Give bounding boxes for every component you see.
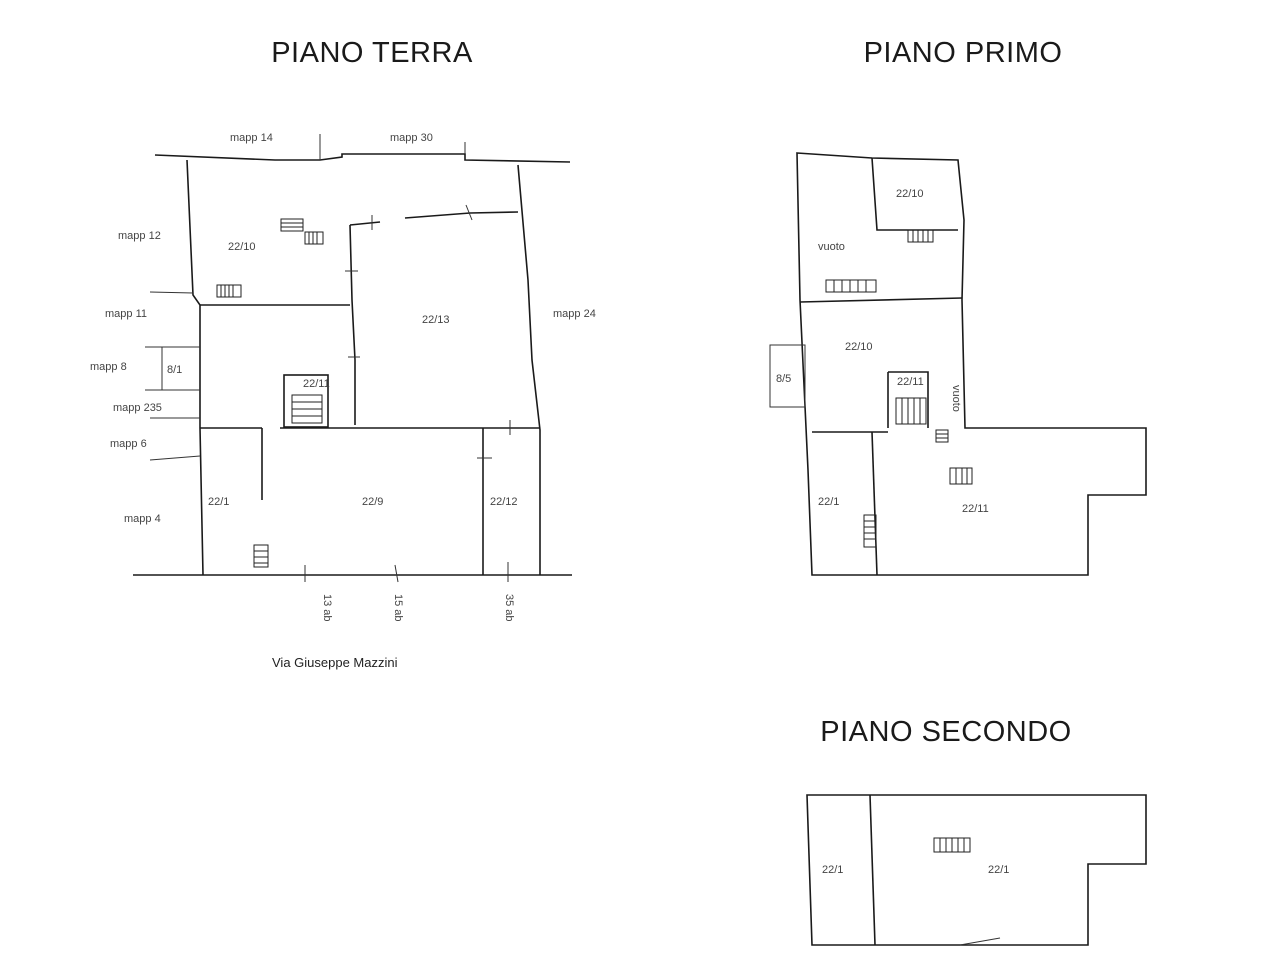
ground-left-wall: [186, 159, 204, 576]
unit-label: 22/9: [362, 496, 383, 508]
neighbor-label: mapp 30: [390, 132, 433, 144]
street-number: 13 ab: [321, 594, 333, 622]
neighbor-label: mapp 6: [110, 438, 147, 450]
unit-label: 22/10: [896, 188, 924, 200]
first-floor: PIANO PRIMO: [769, 37, 1147, 576]
street-number: 15 ab: [392, 594, 404, 622]
first-stair: [949, 467, 973, 485]
ground-floor-title: PIANO TERRA: [271, 37, 473, 69]
first-stair: [895, 397, 927, 425]
street-number: 35 ab: [503, 594, 515, 622]
ground-right-wall: [517, 164, 541, 575]
unit-label: 22/13: [422, 314, 450, 326]
ground-stair-left: [216, 284, 242, 298]
ground-stair-bottom: [253, 544, 269, 568]
unit-label: 22/10: [228, 241, 256, 253]
unit-label: 8/1: [167, 364, 182, 376]
unit-label: 22/11: [962, 503, 989, 515]
neighbor-label: mapp 8: [90, 361, 127, 373]
neighbor-label: mapp 12: [118, 230, 161, 242]
unit-label: 22/1: [208, 496, 229, 508]
first-stair: [825, 279, 877, 293]
neighbor-label: mapp 14: [230, 132, 273, 144]
ground-floor: PIANO TERRA: [90, 37, 596, 670]
neighbor-label: mapp 4: [124, 513, 161, 525]
unit-label: 22/10: [845, 341, 873, 353]
first-stair: [935, 429, 949, 443]
unit-label: vuoto: [950, 385, 962, 412]
unit-label: 22/1: [822, 864, 843, 876]
street-name: Via Giuseppe Mazzini: [272, 655, 398, 670]
second-floor-title: PIANO SECONDO: [820, 716, 1071, 748]
second-floor-outline: [806, 794, 1147, 946]
neighbor-label: mapp 235: [113, 402, 162, 414]
neighbor-label: mapp 11: [105, 308, 147, 320]
first-stair: [907, 229, 934, 243]
first-stair: [863, 514, 877, 548]
unit-label: vuoto: [818, 241, 845, 253]
ground-stair-top: [280, 218, 324, 245]
neighbor-label: mapp 24: [553, 308, 596, 320]
unit-label: 22/1: [988, 864, 1009, 876]
unit-label: 22/11: [897, 376, 924, 388]
second-floor: PIANO SECONDO 22/1 22/1: [806, 716, 1147, 946]
unit-label: 22/12: [490, 496, 518, 508]
ground-stair-core: [291, 394, 323, 424]
ground-top-boundary: [154, 153, 571, 163]
first-floor-outline: [796, 152, 1147, 576]
first-floor-title: PIANO PRIMO: [864, 37, 1063, 69]
unit-label: 8/5: [776, 373, 791, 385]
unit-label: 22/1: [818, 496, 839, 508]
second-stair: [933, 837, 971, 853]
unit-label: 22/11: [303, 378, 330, 390]
